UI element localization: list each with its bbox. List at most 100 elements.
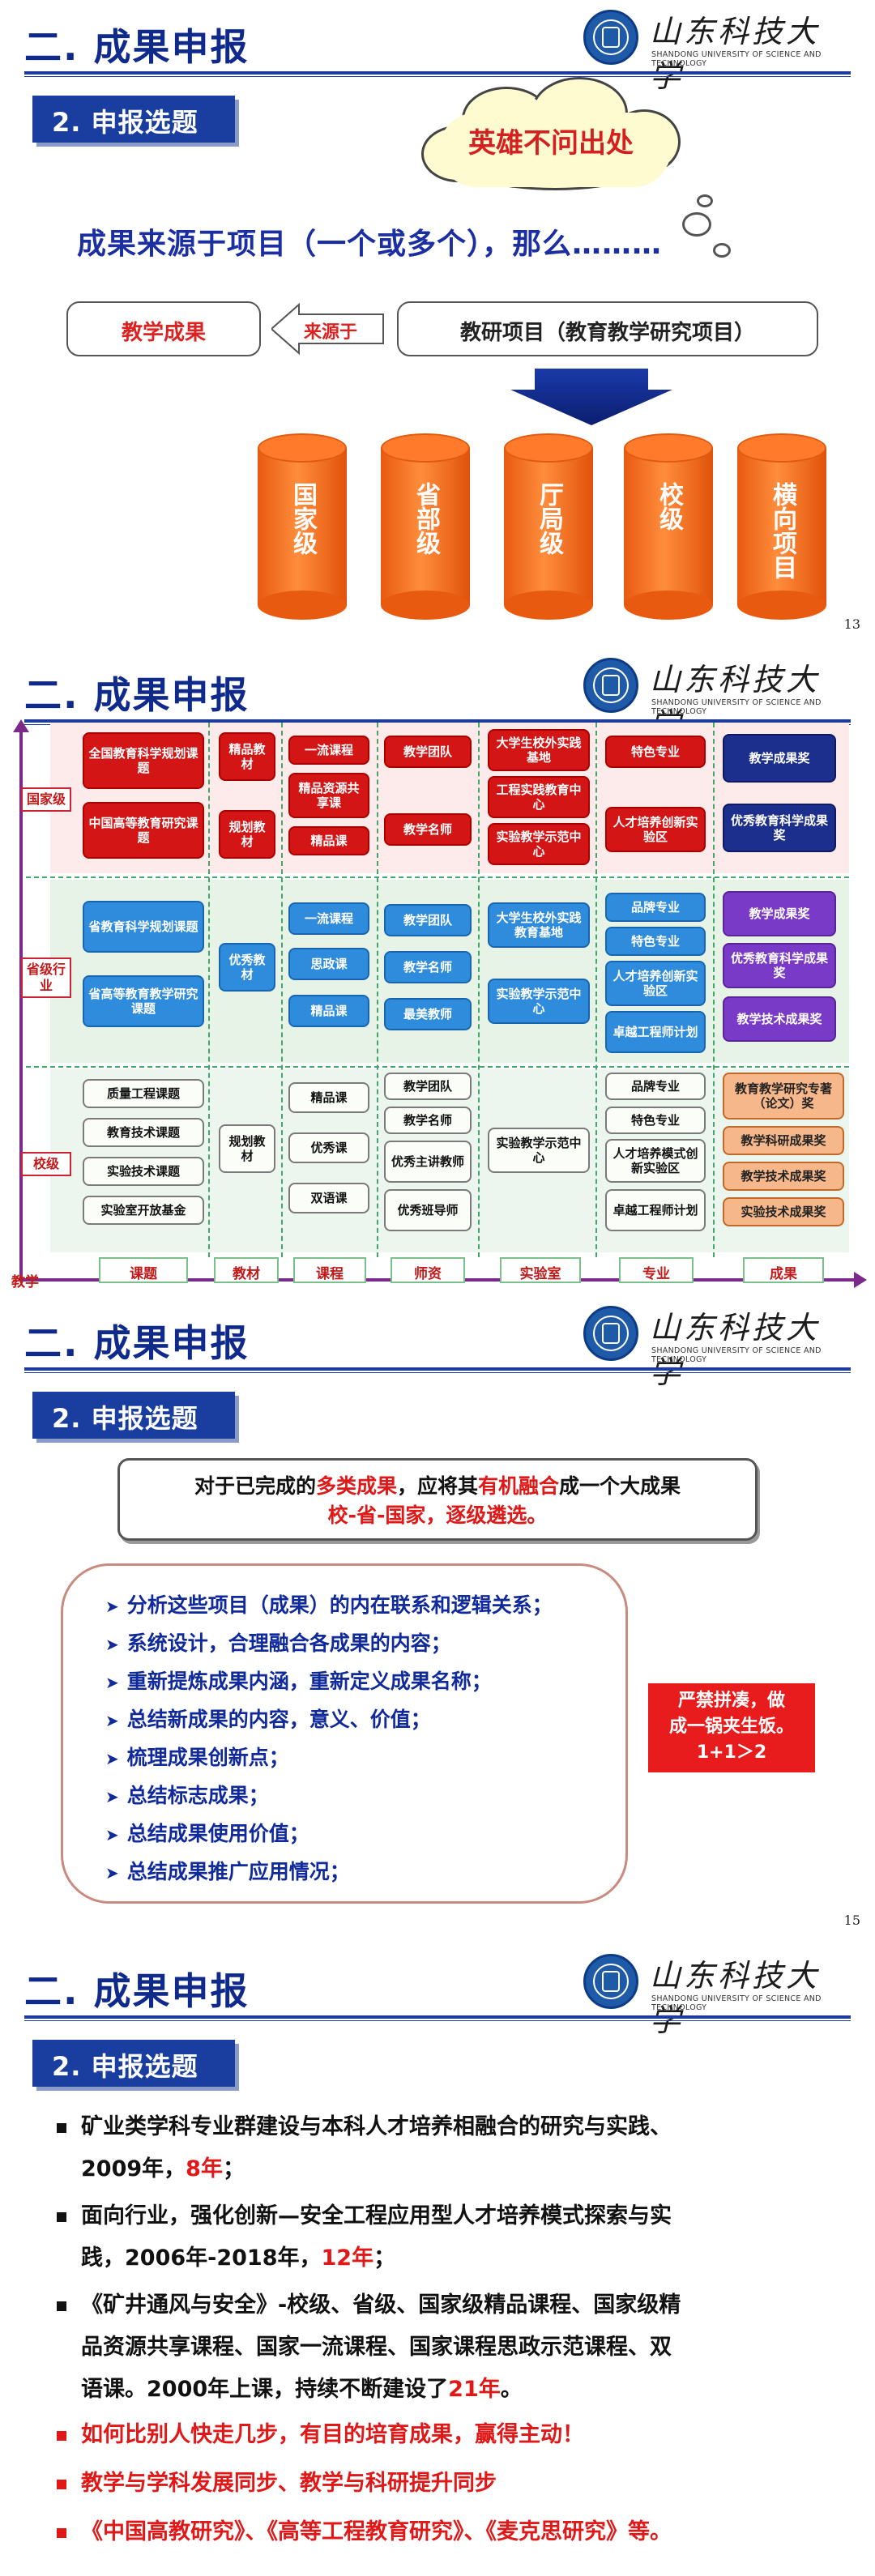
- integration-note: 对于已完成的多类成果，应将其有机融合成一个大成果 校-省-国家，逐级遴选。: [117, 1458, 758, 1541]
- sub-tag: 2. 申报选题: [32, 1392, 235, 1439]
- cell-provincial-textbook: 优秀教材: [219, 943, 275, 992]
- note-line-2: 校-省-国家，逐级遴选。: [120, 1501, 755, 1530]
- warning-box: 严禁拼凑，做 成一锅夹生饭。 1+1＞2: [648, 1683, 815, 1772]
- square-bullet-icon: [57, 2212, 66, 2222]
- cell-national-faculty: 教学名师: [384, 813, 472, 846]
- title-rule: [24, 2015, 851, 2019]
- cell-national-lab: 实验教学示范中心: [488, 823, 590, 865]
- warning-text: 严禁拼凑，做: [648, 1688, 815, 1714]
- lead-text: 成果来源于项目（一个或多个），那么………: [77, 220, 662, 262]
- cell-provincial-faculty: 教学名师: [384, 951, 472, 983]
- cell-national-course: 一流课程: [288, 736, 369, 765]
- list-item: ➤分析这些项目（成果）的内在联系和逻辑关系；: [105, 1587, 625, 1625]
- logo-english: SHANDONG UNIVERSITY OF SCIENCE AND TECHN…: [651, 698, 851, 716]
- y-axis-label: 教学: [11, 1270, 39, 1290]
- university-logo: 山东科技大学 SHANDONG UNIVERSITY OF SCIENCE AN…: [583, 6, 851, 68]
- logo-english: SHANDONG UNIVERSITY OF SCIENCE AND TECHN…: [651, 1994, 851, 2012]
- cell-national-topic: 中国高等教育研究课题: [83, 802, 204, 859]
- cell-national-course: 精品课: [288, 826, 369, 855]
- section-title: 二. 成果申报: [24, 666, 250, 719]
- cell-provincial-major: 品牌专业: [605, 893, 706, 922]
- column-label: 教材: [214, 1257, 279, 1283]
- title-rule-thin: [24, 2020, 851, 2021]
- cell-school-lab: 实验教学示范中心: [488, 1128, 590, 1173]
- bullet-item-red: 如何比别人快走几步，有目的培育成果，赢得主动！: [57, 2414, 584, 2456]
- level-cylinder-national: 国家级: [258, 433, 347, 620]
- warning-text: 成一锅夹生饭。: [648, 1714, 815, 1740]
- honor-matrix: 国家级 省级行业 校级 全国教育科学规划课题 中国高等教育研究课题 精品教材 规…: [10, 723, 865, 1290]
- cell-school-topic: 质量工程课题: [83, 1079, 204, 1108]
- source-arrow: 来源于: [271, 301, 385, 356]
- triangle-bullet-icon: ➤: [105, 1635, 119, 1654]
- title-rule-thin: [24, 1372, 851, 1373]
- cell-national-result: 教学成果奖: [723, 734, 836, 783]
- level-cylinder-bureau: 厅局级: [504, 433, 593, 620]
- cell-national-lab: 大学生校外实践基地: [488, 729, 590, 771]
- university-logo: 山东科技大学 SHANDONG UNIVERSITY OF SCIENCE AN…: [583, 655, 851, 716]
- university-seal-icon: [583, 658, 638, 713]
- cell-school-course: 精品课: [288, 1082, 369, 1113]
- logo-english: SHANDONG UNIVERSITY OF SCIENCE AND TECHN…: [651, 50, 851, 68]
- title-rule: [24, 71, 851, 75]
- note-text: 对于已完成的: [194, 1474, 316, 1498]
- column-label: 师资: [391, 1257, 465, 1283]
- cell-school-faculty: 优秀主讲教师: [384, 1141, 472, 1183]
- cell-provincial-course: 精品课: [288, 995, 369, 1027]
- note-text: ，应将其: [397, 1474, 478, 1498]
- thought-bubble-dot: [713, 243, 731, 258]
- note-highlight: 有机融合: [478, 1474, 559, 1498]
- cell-national-major: 人才培养创新实验区: [605, 807, 706, 852]
- cell-school-result: 教学技术成果奖: [723, 1162, 844, 1191]
- cell-national-major: 特色专业: [605, 736, 706, 768]
- cell-provincial-faculty: 教学团队: [384, 904, 472, 936]
- list-item: ➤总结标志成果；: [105, 1777, 625, 1815]
- cell-provincial-faculty: 最美教师: [384, 998, 472, 1030]
- square-bullet-icon: [57, 2431, 66, 2441]
- level-label: 省部级: [409, 482, 442, 555]
- triangle-bullet-icon: ➤: [105, 1711, 119, 1730]
- thought-cloud: 英雄不问出处: [421, 77, 681, 198]
- cell-provincial-major: 人才培养创新实验区: [605, 961, 706, 1006]
- cell-school-major: 特色专业: [605, 1107, 706, 1134]
- triangle-bullet-icon: ➤: [105, 1863, 119, 1883]
- cell-provincial-lab: 大学生校外实践教育基地: [488, 902, 590, 948]
- teaching-result-box: 教学成果: [66, 301, 261, 356]
- note-highlight: 多类成果: [316, 1474, 397, 1498]
- page-number: 13: [844, 616, 860, 632]
- thought-bubble-dot: [697, 194, 713, 207]
- cell-school-faculty: 优秀班导师: [384, 1189, 472, 1231]
- triangle-bullet-icon: ➤: [105, 1673, 119, 1692]
- triangle-bullet-icon: ➤: [105, 1749, 119, 1768]
- cell-national-faculty: 教学团队: [384, 736, 472, 768]
- level-cylinder-school: 校级: [624, 433, 713, 620]
- column-label: 专业: [619, 1257, 694, 1283]
- cell-national-result: 优秀教育科学成果奖: [723, 804, 836, 852]
- cell-school-topic: 教育技术课题: [83, 1118, 204, 1147]
- bullet-item-red: 《中国高教研究》、《高等工程教育研究》、《麦克思研究》等。: [57, 2511, 672, 2553]
- source-arrow-label: 来源于: [304, 318, 357, 343]
- bullet-item: 矿业类学科专业群建设与本科人才培养相融合的研究与实践、 2009年，8年；: [57, 2106, 672, 2190]
- cell-school-major: 卓越工程师计划: [605, 1189, 706, 1231]
- cell-provincial-result: 教学成果奖: [723, 891, 836, 936]
- down-arrow-icon: [510, 369, 672, 425]
- column-label: 实验室: [500, 1257, 581, 1283]
- list-item: ➤重新提炼成果内涵，重新定义成果名称；: [105, 1663, 625, 1701]
- cell-school-faculty: 教学团队: [384, 1073, 472, 1100]
- square-bullet-icon: [57, 2123, 66, 2133]
- square-bullet-icon: [57, 2301, 66, 2311]
- cell-national-course: 精品资源共享课: [288, 773, 369, 818]
- square-bullet-icon: [57, 2480, 66, 2489]
- cell-provincial-course: 思政课: [288, 948, 369, 980]
- column-label: 课题: [99, 1257, 188, 1283]
- university-logo: 山东科技大学 SHANDONG UNIVERSITY OF SCIENCE AN…: [583, 1303, 851, 1364]
- page-number: 15: [844, 1913, 860, 1928]
- university-seal-icon: [583, 1306, 638, 1361]
- list-item: ➤梳理成果创新点；: [105, 1739, 625, 1777]
- cloud-text: 英雄不问出处: [421, 121, 681, 160]
- section-title: 二. 成果申报: [24, 1962, 250, 2015]
- cell-school-course: 优秀课: [288, 1132, 369, 1163]
- cell-school-faculty: 教学名师: [384, 1107, 472, 1134]
- list-item: ➤总结新成果的内容，意义、价值；: [105, 1701, 625, 1739]
- cell-provincial-major: 卓越工程师计划: [605, 1011, 706, 1053]
- square-bullet-icon: [57, 2528, 66, 2538]
